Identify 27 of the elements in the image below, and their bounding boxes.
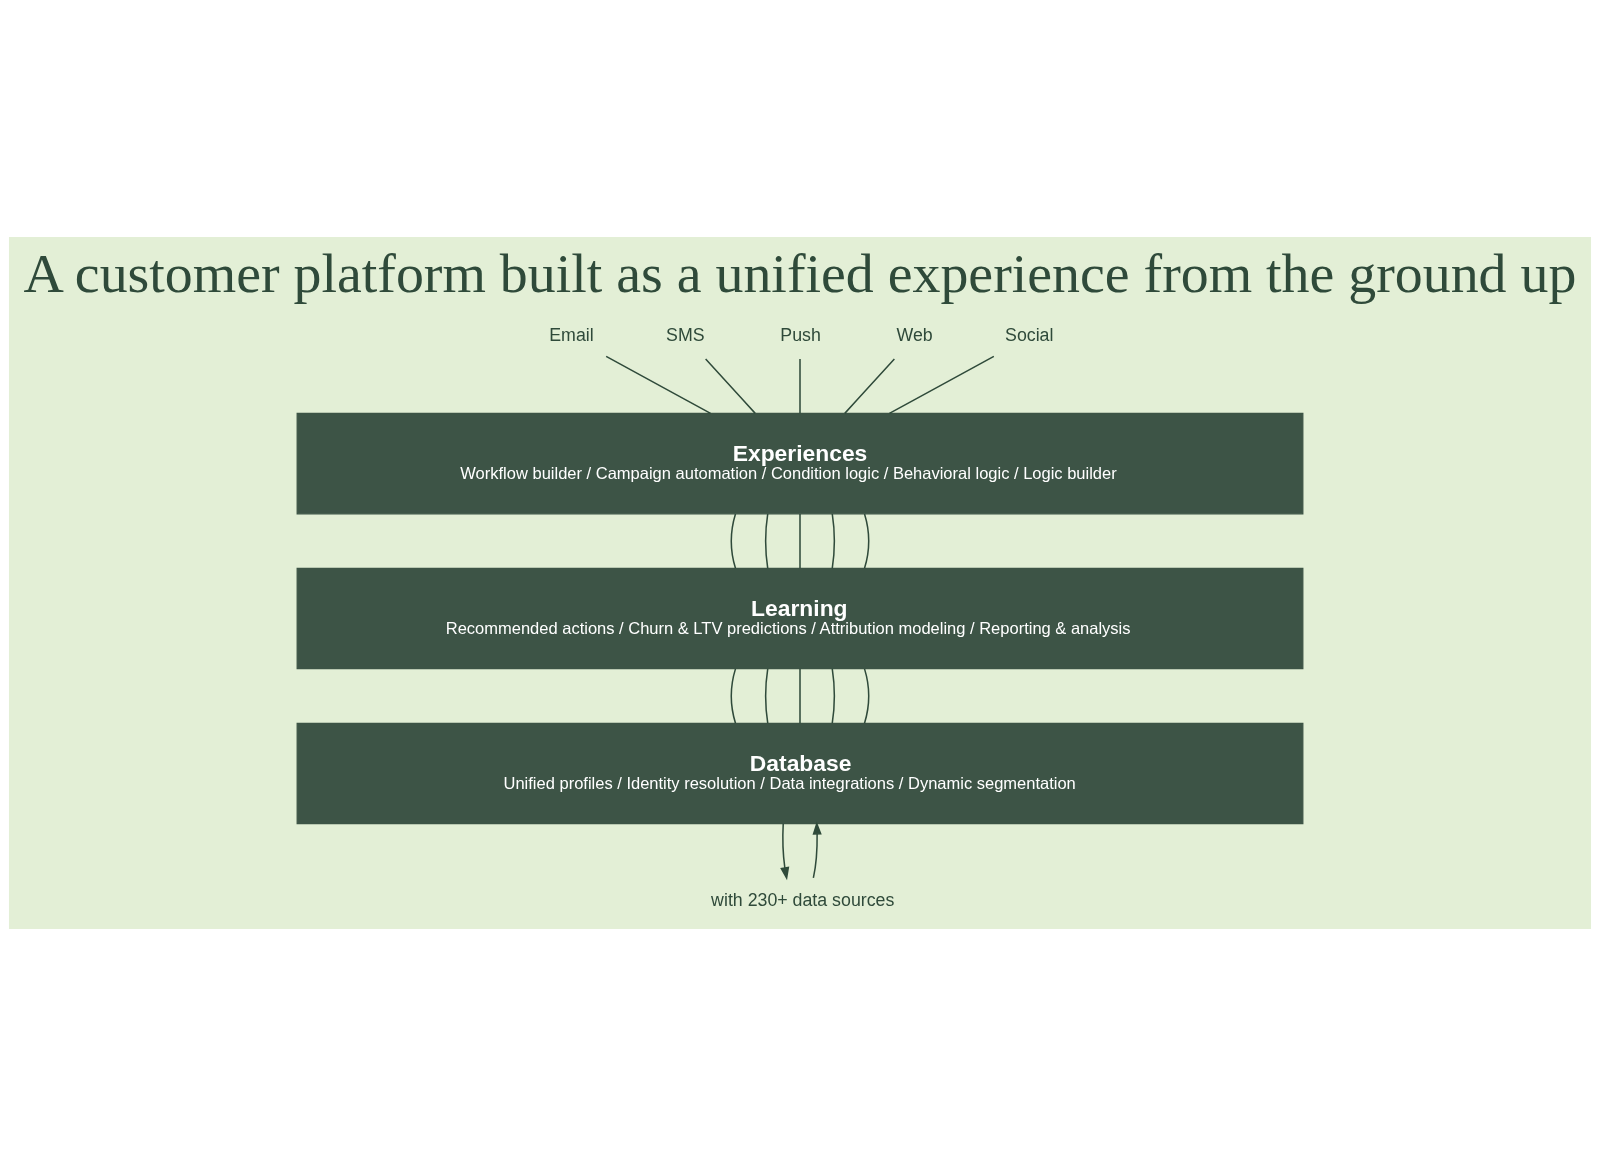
connector xyxy=(888,355,995,415)
node-text: SMS xyxy=(666,324,705,345)
connector xyxy=(831,668,836,724)
arrow xyxy=(812,821,822,879)
connector xyxy=(799,513,801,570)
connector xyxy=(844,358,896,415)
node-text: Social xyxy=(1005,324,1054,345)
connector xyxy=(831,513,836,570)
node-box: Learning Recommended actions / Churn & LTV predictions / Attribution modeling / Reporting & analysis xyxy=(296,567,1304,670)
connector xyxy=(764,668,769,724)
connector xyxy=(799,668,801,724)
connector xyxy=(605,355,712,415)
connector xyxy=(704,358,756,415)
connector xyxy=(764,513,769,570)
connector xyxy=(863,668,870,724)
node-box: Database Unified profiles / Identity resolution / Data integrations / Dynamic segmentation xyxy=(296,722,1304,825)
connector xyxy=(730,513,737,570)
node-text: Web xyxy=(896,324,933,345)
diagram-title: A customer platform built as a unified experience from the ground up xyxy=(23,241,1577,304)
connector xyxy=(730,668,737,724)
connector xyxy=(863,513,870,570)
node-text: Email xyxy=(549,324,594,345)
arrow xyxy=(780,823,790,881)
node-box: Experiences Workflow builder / Campaign automation / Condition logic / Behavioral logic / Logic builder xyxy=(296,412,1304,515)
connector xyxy=(799,358,801,415)
node-text: Push xyxy=(780,324,821,345)
node-text: with 230+ data sources xyxy=(711,889,895,910)
